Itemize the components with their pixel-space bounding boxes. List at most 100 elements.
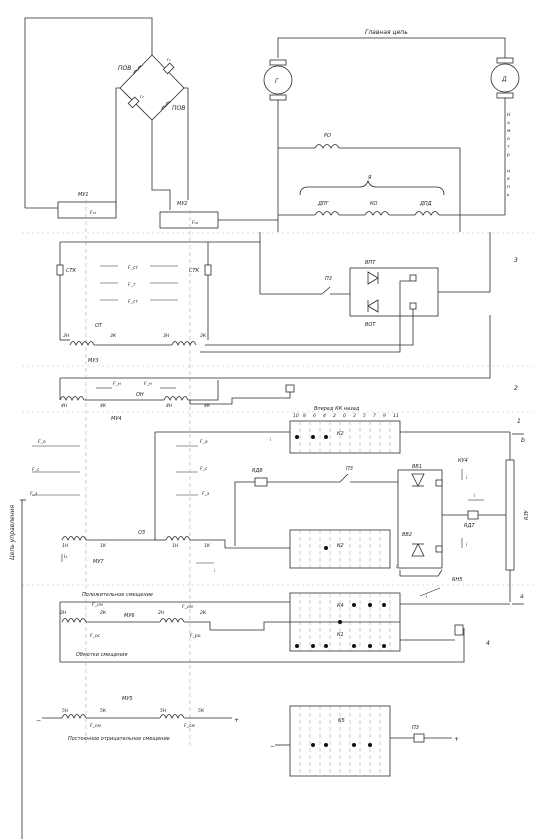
section-separators [22, 232, 533, 586]
lift-label-char: ц [507, 169, 510, 174]
fcm-neg-left: F_см [90, 723, 101, 729]
fn-left: F_н [113, 381, 121, 387]
section-neg-bias: МУ5 − + 5Н 5К 5Н 5К F_см F_см Постоянное… [36, 696, 459, 777]
fo-label-r: F_о [200, 439, 208, 445]
rd7-label: RД7 [464, 523, 475, 529]
pov-left-label: ПОВ [118, 65, 131, 72]
dpd-label: ДПД [419, 201, 432, 207]
t5n-left: 5Н [62, 708, 69, 714]
section-4-number: 4 [486, 640, 490, 647]
mu3-label: МУ3 [88, 358, 99, 364]
fu1-label: F₀₁ [90, 210, 96, 216]
fst-label-3: F_ст [128, 299, 138, 305]
lift-label-char: ь [507, 193, 510, 198]
i-vv2: i [466, 542, 468, 548]
neg-plus: + [234, 717, 239, 724]
r1-label: r₁ [167, 57, 171, 63]
mu4-label: МУ4 [111, 416, 122, 422]
t5k-left: 5К [100, 708, 107, 714]
k5-label: К5 [338, 718, 345, 724]
fc-label-r: F_с [200, 466, 208, 472]
t5k-right: 5К [198, 708, 205, 714]
field-bridge: ПОВ ПОВ r₁ r₂ [24, 17, 189, 210]
fz-label-r: F_з [202, 491, 210, 497]
mu1-amplifier: МУ1 F₀₁ [25, 192, 117, 219]
generator-label: Г [275, 78, 279, 85]
controller-header: Вперед КК назад [314, 406, 360, 412]
a-label: а [520, 593, 524, 600]
fo-label: F_о [38, 439, 46, 445]
t2k-left: 2К [100, 610, 107, 616]
ot-label: ОТ [95, 323, 103, 329]
b-label: b [521, 437, 525, 444]
lift-label-char: м [507, 129, 511, 134]
motor-symbol [490, 63, 520, 93]
section-1-number: 1 [517, 418, 521, 425]
fsm-left: F_см [92, 602, 103, 608]
motor-label: Д [501, 76, 507, 83]
rd8-label: RД8 [252, 468, 263, 474]
rzu-label: RЗУ [524, 509, 530, 520]
k5-minus: − [270, 743, 275, 750]
controller-position-label: 0 [343, 413, 346, 419]
t1n-left: 1Н [62, 543, 69, 549]
k5-plus: + [454, 736, 459, 743]
mu2-amplifier: МУ2 F₀₂ [159, 201, 278, 229]
t5n-right: 5Н [160, 708, 167, 714]
section-3-number: 3 [514, 257, 518, 264]
i2-label: I₂ [64, 554, 67, 560]
fst-label-1: F_ст [128, 265, 138, 271]
k2-top-label: К2 [337, 431, 344, 437]
vv2-label: ВВ2 [402, 532, 412, 538]
t3n-left: 3Н [63, 333, 70, 339]
i-rd7: i [474, 493, 476, 499]
controller-position-label: 5 [363, 413, 366, 419]
controller-position-label: 4 [323, 413, 326, 419]
oh-label: ОН [136, 392, 144, 398]
lift-label-char: а [507, 121, 510, 126]
i-rn5: i [426, 594, 428, 600]
fpo-right: F_ро [190, 633, 201, 639]
control-section: Цепь управления F_о F_с F_з F_о F_с F_з … [9, 431, 530, 839]
t2n-left: 2Н [60, 610, 67, 616]
fz-label: F_з [30, 491, 38, 497]
mu6-label: МУ6 [124, 613, 135, 619]
generator-symbol [263, 65, 293, 95]
t4n-right: 4Н [166, 403, 173, 409]
dpg-label: ДПГ [317, 201, 330, 207]
vpt-label: ВПТ [365, 260, 376, 266]
lift-label-char: Н [507, 112, 511, 118]
lift-label-char: п [507, 185, 510, 190]
section-2-number: 2 [514, 385, 518, 392]
vot-label: ВОТ [365, 322, 376, 328]
fc-label: F_с [32, 467, 40, 473]
stk-left-label: СТК [66, 268, 77, 274]
vv1-label: ВВ1 [412, 464, 422, 470]
section-3: 3 П3 ВПТ ВОТ СТК СТК F_ст F_т F_ст [56, 232, 518, 364]
stk-right-label: СТК [189, 268, 200, 274]
lift-label-char: о [507, 137, 510, 142]
pos-bias-label: Положительное смещение [82, 592, 153, 598]
fn-right: F_н [144, 381, 152, 387]
controller-position-label: 2 [333, 413, 336, 419]
r2-label: r₂ [140, 94, 144, 100]
bias-coils-label: Обмотки смещения [76, 652, 128, 658]
p3-mid-label: П3 [346, 466, 353, 472]
rn5-label: RН5 [452, 577, 462, 583]
controller-position-label: 3 [353, 413, 356, 419]
t4k-left: 4К [100, 403, 107, 409]
controller-position-label: 11 [393, 413, 399, 419]
ko-label: КО [370, 201, 378, 207]
lift-label-char: е [507, 177, 510, 182]
neg-minus: − [36, 717, 41, 724]
fu2-label: F₀₂ [192, 220, 198, 226]
fst-label-2: F_т [128, 282, 136, 288]
t1n-right: 1Н [172, 543, 179, 549]
t3k-right: 3К [200, 333, 207, 339]
i-vv1: i [466, 475, 468, 481]
t1k-left: 1К [100, 543, 107, 549]
controller-position-label: 8 [303, 413, 306, 419]
